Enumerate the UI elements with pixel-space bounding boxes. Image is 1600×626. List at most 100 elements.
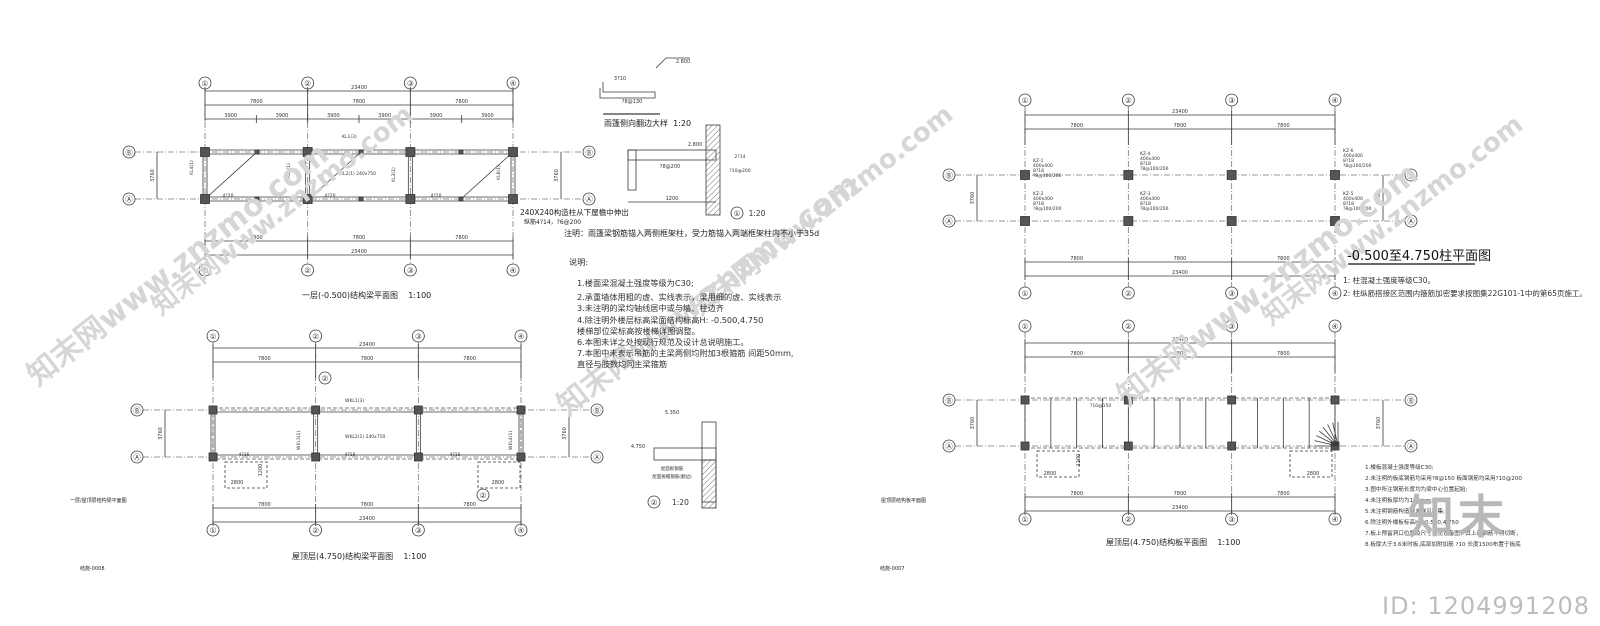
plan3-axis-bubble-label: ② bbox=[1125, 96, 1132, 105]
plan3-column-size: 400x400 bbox=[1343, 153, 1363, 159]
plan2-dim-total: 23400 bbox=[359, 342, 375, 348]
plan2-axis-bubble bbox=[411, 329, 425, 343]
roof-section-bubble-label: ② bbox=[651, 498, 658, 507]
roof-note: 屋面挑檐钢筋(翻边) bbox=[652, 473, 692, 480]
plan1-dim-span: 7800 bbox=[250, 99, 263, 105]
plan3-axis-bubble bbox=[1121, 286, 1135, 300]
roof-scale-label: 1:20 bbox=[672, 498, 689, 507]
plan2-column bbox=[413, 405, 423, 415]
plan3-column-bars: 8?18 bbox=[1343, 201, 1354, 207]
plan1-column bbox=[405, 194, 416, 204]
plan1-callout: 240X240构造柱从下屋檐中伸出 bbox=[520, 208, 629, 217]
plan4-axis-bubble-label: ④ bbox=[1332, 515, 1339, 524]
plan4-axis-bubble bbox=[1018, 319, 1032, 333]
plan3-column-ties: ?8@100/200 bbox=[1140, 166, 1169, 172]
plan2-side-label: 一层/屋顶层结构梁平面图 bbox=[70, 498, 127, 504]
plan1-row-bubble-label: Ⓑ bbox=[125, 148, 133, 157]
canopy-section-bubble bbox=[730, 206, 744, 220]
plan4-dim-depth: 3760 bbox=[1376, 417, 1382, 430]
plan4-scale: 1:100 bbox=[1217, 538, 1241, 547]
plan4-column bbox=[1020, 441, 1030, 451]
roof-edge-wall bbox=[701, 459, 717, 509]
plan3-axis-bubble bbox=[1328, 93, 1342, 107]
plan4-stair-line bbox=[1327, 424, 1339, 447]
plan2-row-bubble-label: Ⓐ bbox=[133, 453, 141, 462]
plan1-dim-sub: 3900 bbox=[327, 113, 340, 119]
plan2-slab-outline bbox=[212, 407, 522, 460]
plan4-column bbox=[1123, 441, 1133, 451]
plan2-stirrup-label: 4?16 bbox=[345, 452, 356, 458]
plan2-dim: 2800 bbox=[231, 480, 244, 486]
plan2-beam-label: WKL4(1) bbox=[508, 431, 514, 450]
plan3-row-bubble-label: Ⓑ bbox=[945, 171, 953, 180]
plan1-column bbox=[302, 147, 313, 157]
plan2-dim-span: 7800 bbox=[463, 356, 476, 362]
plan3-column bbox=[1226, 216, 1237, 226]
plan3-row-bubble bbox=[1404, 214, 1418, 228]
plan3-axis-bubble-label: ① bbox=[1022, 96, 1029, 105]
plan1-axis-bubble bbox=[506, 263, 520, 277]
plan4-stair-line bbox=[1316, 435, 1339, 447]
plan2-axis-bubble bbox=[514, 329, 528, 343]
plan1-dim-depth: 3760 bbox=[150, 169, 156, 182]
plan1-dim-sub: 3900 bbox=[224, 113, 237, 119]
plan4-note: 7.板上预留洞口位置及尺寸详见设备图，其上部钢筋不得切断， bbox=[1365, 531, 1522, 537]
plan1-row-bubble-label: Ⓐ bbox=[125, 195, 133, 204]
plan2-dim-depth: 3760 bbox=[158, 427, 164, 440]
plan1-beam-label: KL2(1) 240x750 bbox=[340, 171, 376, 177]
plan1-dim-total: 23400 bbox=[351, 249, 367, 255]
plan2-row-bubble-label: Ⓐ bbox=[593, 453, 601, 462]
roof-note: 屋面板钢筋 bbox=[661, 465, 684, 472]
plan3-column-label: KZ-1 bbox=[1033, 158, 1044, 164]
plan3-column bbox=[1123, 170, 1134, 180]
canopy-bar-label: 2?14 bbox=[735, 154, 746, 160]
plan2-row-bubble bbox=[590, 403, 604, 417]
plan1-axis-bubble-label: ③ bbox=[407, 79, 414, 88]
plan4-dim: 2800 bbox=[1044, 471, 1057, 477]
eave-detail-elev: 2.800 bbox=[676, 59, 690, 65]
plan4-elev: 4.750 bbox=[1133, 538, 1157, 547]
plan3-dim-depth: 3760 bbox=[970, 192, 976, 205]
plan4-canopy bbox=[1289, 450, 1333, 478]
plan2-axis-bubble-label: ② bbox=[312, 332, 319, 341]
plan1-stirrup-label: 4?20 bbox=[325, 193, 336, 199]
plan1-title-suffix: )结构梁平面图 bbox=[346, 291, 399, 300]
plan3-column-size: 400x400 bbox=[1033, 163, 1053, 169]
plan4-column bbox=[1123, 395, 1133, 405]
plan2-beam-label: WKL3(1) bbox=[296, 431, 302, 450]
plan4-axis-bubble-label: ④ bbox=[1332, 322, 1339, 331]
plan2-row-bubble-label: Ⓑ bbox=[593, 406, 601, 415]
plan2-row-bubble bbox=[130, 403, 144, 417]
plan1-title: 一层(-0.500)结构梁平面图 1:100 bbox=[302, 292, 431, 300]
plan2-dim-span: 7800 bbox=[361, 502, 374, 508]
plan3-note: 1: 柱混凝土强度等级C30。 bbox=[1343, 276, 1435, 285]
plan3-axis-bubble-label: ① bbox=[1022, 289, 1029, 298]
plan2-elev: 4.750 bbox=[319, 552, 343, 561]
plan4-dim-span: 7800 bbox=[1174, 351, 1187, 357]
plan3-title: -0.500至4.750柱平面图 bbox=[1347, 249, 1492, 264]
plan4-row-bubble-label: Ⓐ bbox=[945, 442, 953, 451]
plan1-dim-depth: 3760 bbox=[554, 169, 560, 182]
plan4-axis-bubble-label: ① bbox=[1022, 322, 1029, 331]
plan3-column-size: 400x400 bbox=[1140, 156, 1160, 162]
note-item: 2.承重墙体用粗的虚、实线表示，梁用细的虚、实线表示 bbox=[577, 292, 782, 302]
plan2-dim-depth: 3760 bbox=[562, 427, 568, 440]
plan1-beam-label: KL4(1) bbox=[189, 160, 195, 175]
plan2-axis-bubble-label: ④ bbox=[518, 332, 525, 341]
plan3-column-size: 400x400 bbox=[1140, 196, 1160, 202]
plan4-row-bubble bbox=[942, 439, 956, 453]
eave-detail-bar: ?8@130 bbox=[622, 99, 642, 105]
plan4-dim-total: 23400 bbox=[1172, 505, 1188, 511]
note-item: 4.除注明外楼层标高梁面结构标高H: -0.500,4.750 bbox=[577, 315, 764, 325]
plan1-post bbox=[358, 196, 364, 202]
plan4-column bbox=[1227, 441, 1237, 451]
plan4-column bbox=[1227, 395, 1237, 405]
anchor-note: 注明：雨篷梁钢筋锚入两侧框架柱，受力筋锚入两端框架柱内不小于35d bbox=[564, 229, 820, 238]
plan2-axis-bubble-label: ③ bbox=[415, 332, 422, 341]
plan3-column-label: KZ-6 bbox=[1343, 148, 1354, 154]
plan1-scale: 1:100 bbox=[408, 291, 432, 300]
plan1-dim-span: 7800 bbox=[250, 235, 263, 241]
plan2-column bbox=[413, 452, 423, 462]
plan4-axis-bubble-label: ③ bbox=[1228, 322, 1235, 331]
